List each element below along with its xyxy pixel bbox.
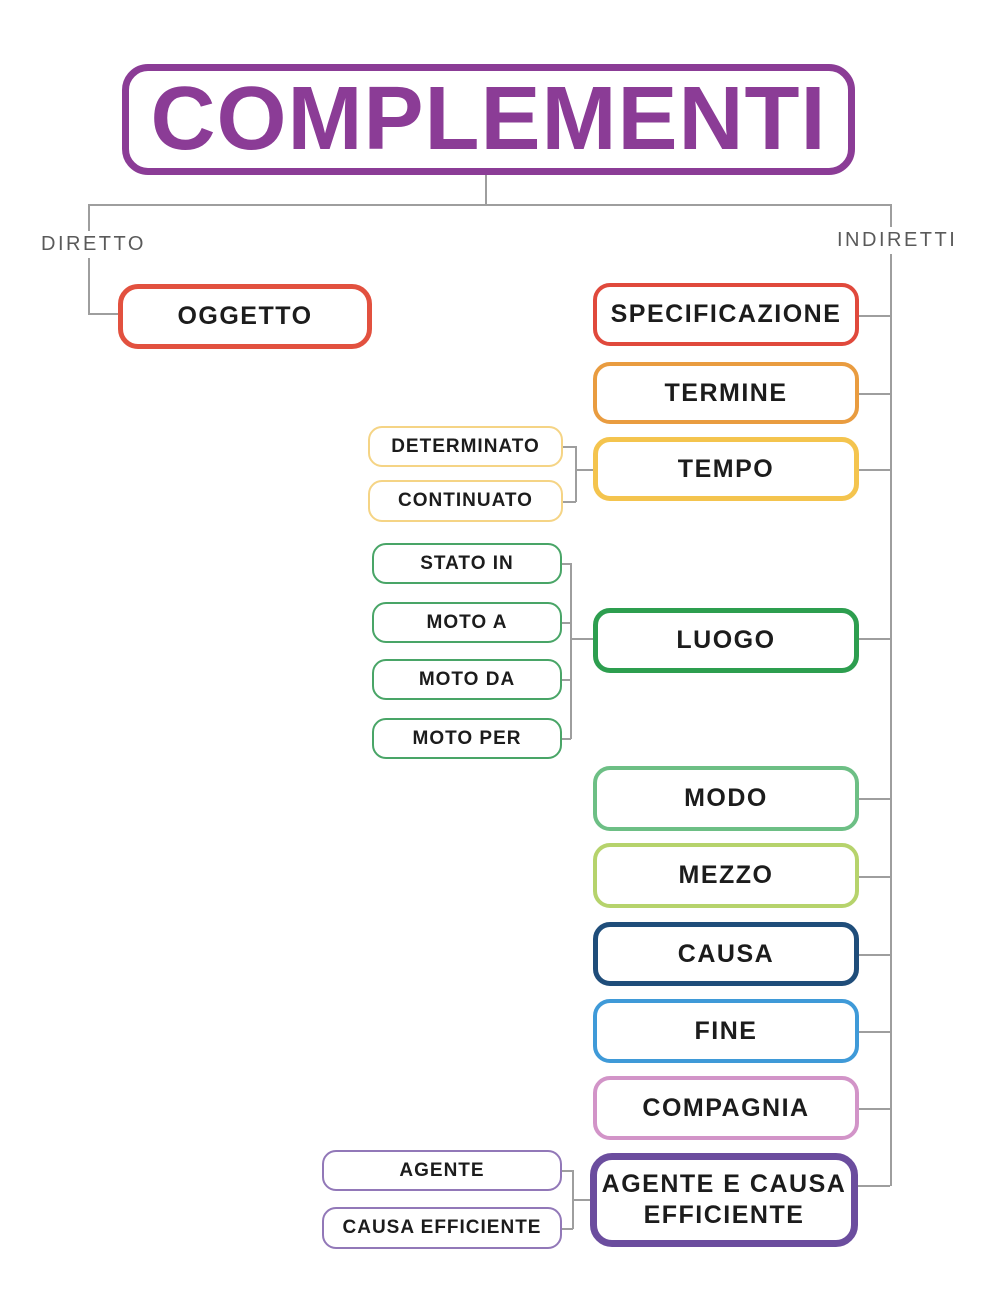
node-agente-e-causa-efficiente-label: AGENTE E CAUSA EFFICIENTE — [601, 1169, 847, 1229]
node-moto-per: MOTO PER — [372, 718, 562, 759]
node-specificazione: SPECIFICAZIONE — [593, 283, 859, 346]
connector-causa-efficiente-stub — [560, 1228, 573, 1230]
connector-mezzo-stub — [857, 876, 890, 878]
node-modo: MODO — [593, 766, 859, 831]
node-agente-e-causa-efficiente: AGENTE E CAUSA EFFICIENTE — [590, 1153, 858, 1247]
connector-determinato-stub — [561, 446, 576, 448]
node-termine: TERMINE — [593, 362, 859, 424]
node-moto-a-label: MOTO A — [426, 611, 508, 633]
connector-title-down — [485, 175, 487, 205]
connector-moto-a-stub — [560, 622, 571, 624]
node-mezzo: MEZZO — [593, 843, 859, 908]
connector-agente-causa-stub — [857, 1185, 890, 1187]
connector-main-branch — [88, 204, 891, 206]
connector-causa-stub — [857, 954, 890, 956]
node-oggetto: OGGETTO — [118, 284, 372, 349]
connector-tempo-children-spine — [575, 446, 577, 502]
node-causa-efficiente: CAUSA EFFICIENTE — [322, 1207, 562, 1249]
node-moto-da: MOTO DA — [372, 659, 562, 700]
node-tempo-label: TEMPO — [677, 454, 775, 483]
node-moto-a: MOTO A — [372, 602, 562, 643]
connector-tempo-stub — [857, 469, 890, 471]
node-compagnia: COMPAGNIA — [593, 1076, 859, 1140]
node-luogo: LUOGO — [593, 608, 859, 673]
node-fine-label: FINE — [694, 1016, 758, 1045]
connector-fine-stub — [857, 1031, 890, 1033]
connector-indiretti-spine — [890, 204, 892, 1186]
page-title: COMPLEMENTI — [150, 69, 827, 169]
connector-termine-stub — [857, 393, 890, 395]
connector-moto-per-stub — [560, 738, 571, 740]
connector-moto-da-stub — [560, 679, 571, 681]
node-determinato: DETERMINATO — [368, 426, 563, 467]
node-causa-efficiente-label: CAUSA EFFICIENTE — [342, 1217, 542, 1238]
node-mezzo-label: MEZZO — [678, 861, 774, 889]
connector-stato-in-stub — [560, 563, 571, 565]
node-agente-label: AGENTE — [399, 1159, 485, 1181]
node-causa-label: CAUSA — [677, 939, 775, 968]
node-stato-in-label: STATO IN — [420, 552, 514, 574]
connector-tempo-children-link — [575, 469, 593, 471]
node-compagnia-label: COMPAGNIA — [642, 1093, 810, 1122]
node-moto-da-label: MOTO DA — [418, 668, 516, 690]
node-luogo-label: LUOGO — [676, 626, 776, 654]
node-fine: FINE — [593, 999, 859, 1063]
connector-agente-stub — [560, 1170, 573, 1172]
connector-continuato-stub — [561, 501, 576, 503]
connector-oggetto-stub — [88, 313, 120, 315]
connector-compagnia-stub — [857, 1108, 890, 1110]
node-continuato-label: CONTINUATO — [398, 490, 533, 511]
node-continuato: CONTINUATO — [368, 480, 563, 522]
title-box: COMPLEMENTI — [122, 64, 855, 175]
node-modo-label: MODO — [684, 784, 768, 812]
node-oggetto-label: OGGETTO — [177, 302, 313, 330]
branch-label-indiretti: INDIRETTI — [834, 227, 961, 254]
connector-diretto-down — [88, 204, 90, 314]
connector-specificazione-stub — [857, 315, 890, 317]
node-causa: CAUSA — [593, 922, 859, 986]
node-tempo: TEMPO — [593, 437, 859, 501]
connector-modo-stub — [857, 798, 890, 800]
connector-luogo-stub — [857, 638, 890, 640]
node-termine-label: TERMINE — [664, 378, 788, 407]
node-determinato-label: DETERMINATO — [391, 435, 540, 457]
connector-luogo-children-link — [570, 638, 593, 640]
node-stato-in: STATO IN — [372, 543, 562, 584]
node-moto-per-label: MOTO PER — [412, 727, 522, 749]
node-agente: AGENTE — [322, 1150, 562, 1191]
connector-luogo-children-spine — [570, 563, 572, 739]
node-specificazione-label: SPECIFICAZIONE — [610, 300, 842, 328]
branch-label-diretto: DIRETTO — [38, 231, 149, 258]
connector-agente-children-link — [572, 1199, 593, 1201]
